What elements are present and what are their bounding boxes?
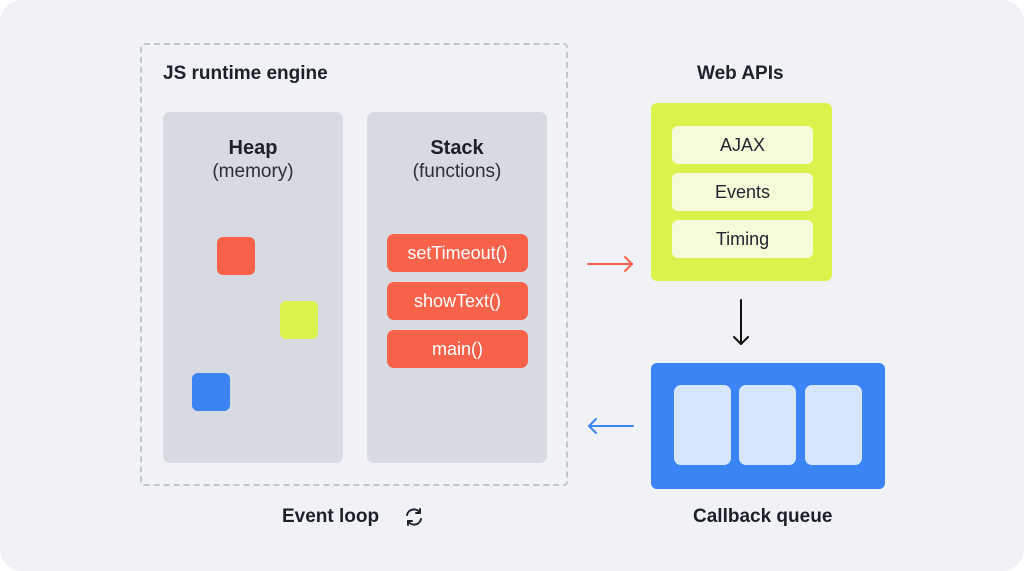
refresh-icon bbox=[406, 508, 422, 526]
event-loop-label: Event loop bbox=[282, 506, 380, 527]
stack-frame-main: main() bbox=[387, 330, 528, 368]
stack-frame-settimeout: setTimeout() bbox=[387, 234, 528, 272]
callback-queue-slot bbox=[739, 385, 796, 465]
runtime-title: JS runtime engine bbox=[163, 63, 328, 84]
heap-header: Heap (memory) bbox=[163, 136, 343, 184]
stack-panel: Stack (functions) setTimeout() showText(… bbox=[367, 112, 547, 463]
web-api-ajax: AJAX bbox=[672, 126, 813, 164]
heap-title: Heap bbox=[228, 137, 278, 159]
heap-object-blue bbox=[192, 373, 230, 411]
web-api-events: Events bbox=[672, 173, 813, 211]
stack-title: Stack bbox=[430, 137, 484, 159]
callback-queue-slot bbox=[805, 385, 862, 465]
arrow-queue-to-stack bbox=[588, 418, 634, 434]
js-runtime-engine-box bbox=[140, 43, 568, 486]
web-apis-title: Web APIs bbox=[697, 63, 784, 84]
callback-queue-title: Callback queue bbox=[693, 506, 833, 527]
stack-header: Stack (functions) bbox=[367, 136, 547, 184]
heap-object-red bbox=[217, 237, 255, 275]
heap-object-lime bbox=[280, 301, 318, 339]
arrow-web-apis-to-queue bbox=[733, 299, 749, 345]
web-api-timing: Timing bbox=[672, 220, 813, 258]
heap-panel: Heap (memory) bbox=[163, 112, 343, 463]
stack-subtitle: (functions) bbox=[412, 161, 502, 182]
heap-subtitle: (memory) bbox=[212, 161, 294, 182]
web-apis-box: AJAX Events Timing bbox=[651, 103, 832, 281]
callback-queue-box bbox=[651, 363, 885, 489]
callback-queue-slot bbox=[674, 385, 731, 465]
arrow-stack-to-web-apis bbox=[587, 256, 633, 272]
stack-frame-showtext: showText() bbox=[387, 282, 528, 320]
